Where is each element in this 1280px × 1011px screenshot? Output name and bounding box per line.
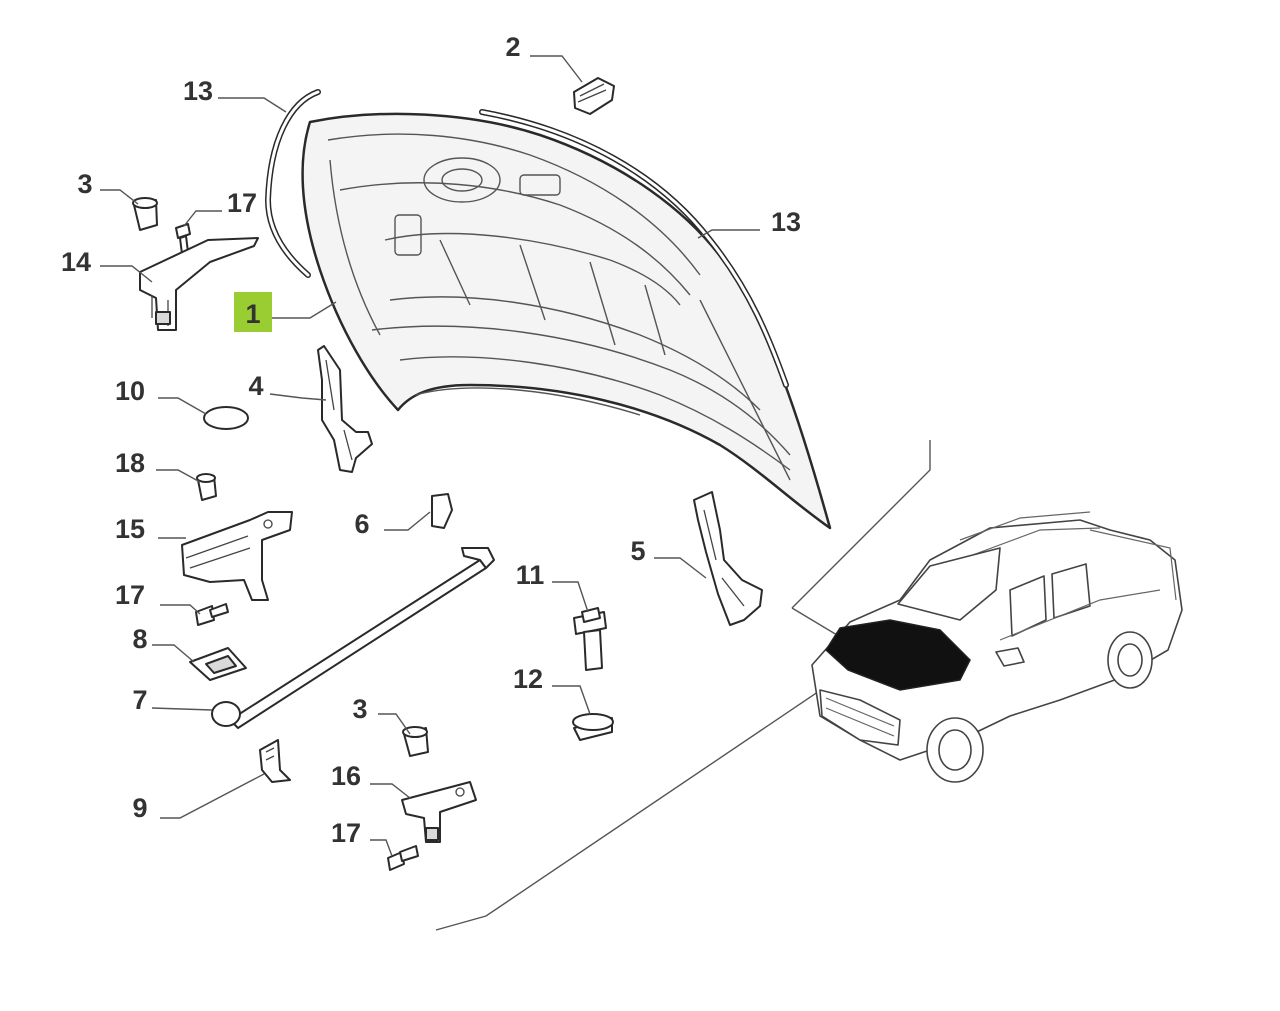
callout-17-middle: 17: [115, 580, 145, 610]
rod-clip-part: [259, 739, 291, 783]
hood-seal-left: [264, 89, 321, 278]
callout-1: 1: [245, 299, 260, 329]
leader-lines: [100, 55, 760, 857]
bolt-middle-part: [195, 603, 229, 626]
callout-2: 2: [505, 32, 520, 62]
callout-16: 16: [331, 761, 361, 791]
hinge-bracket-left-part: [139, 237, 259, 331]
callout-15: 15: [115, 514, 145, 544]
callout-labels: 1 2 3 3 4 5 6 7 8 9 10 11 12 13 13 14 15…: [61, 32, 801, 848]
callout-14: 14: [61, 247, 91, 277]
hinge-right-part: [693, 491, 763, 626]
callout-5: 5: [630, 536, 645, 566]
callout-6: 6: [354, 509, 369, 539]
callout-13-right: 13: [771, 207, 801, 237]
cap-part: [203, 406, 249, 430]
grommet-part: [572, 713, 614, 741]
callout-17-lower: 17: [331, 818, 361, 848]
hood-seal-right: [479, 109, 789, 388]
callout-17-upper: 17: [227, 188, 257, 218]
rod-holder-part: [431, 493, 453, 529]
prop-rod-part: [211, 547, 495, 729]
bolt-upper-part: [175, 223, 191, 255]
bolt-lower-part: [387, 845, 419, 871]
hood-panel: [301, 112, 832, 530]
hood-latch-part: [181, 511, 293, 601]
plug-part: [196, 473, 217, 501]
pad-part: [189, 647, 247, 681]
callout-3-lower: 3: [352, 694, 367, 724]
callout-12: 12: [513, 664, 543, 694]
callout-10: 10: [115, 376, 145, 406]
hinge-bracket-right-part: [401, 781, 477, 843]
rubber-cap-lower-part: [402, 726, 429, 757]
hinge-left-part: [317, 345, 373, 473]
callout-9: 9: [132, 793, 147, 823]
callout-18: 18: [115, 448, 145, 478]
callout-13-left: 13: [183, 76, 213, 106]
callout-4: 4: [248, 371, 263, 401]
callout-7: 7: [132, 685, 147, 715]
callout-8: 8: [132, 624, 147, 654]
pivot-bolt-part: [573, 607, 607, 671]
vehicle-locator-inset: [435, 440, 1183, 931]
rubber-cap-upper-part: [132, 197, 158, 231]
callout-3-upper: 3: [77, 169, 92, 199]
callout-11: 11: [516, 560, 545, 590]
callout-1-highlight: [234, 292, 272, 332]
bumper-stop-part: [573, 77, 615, 115]
